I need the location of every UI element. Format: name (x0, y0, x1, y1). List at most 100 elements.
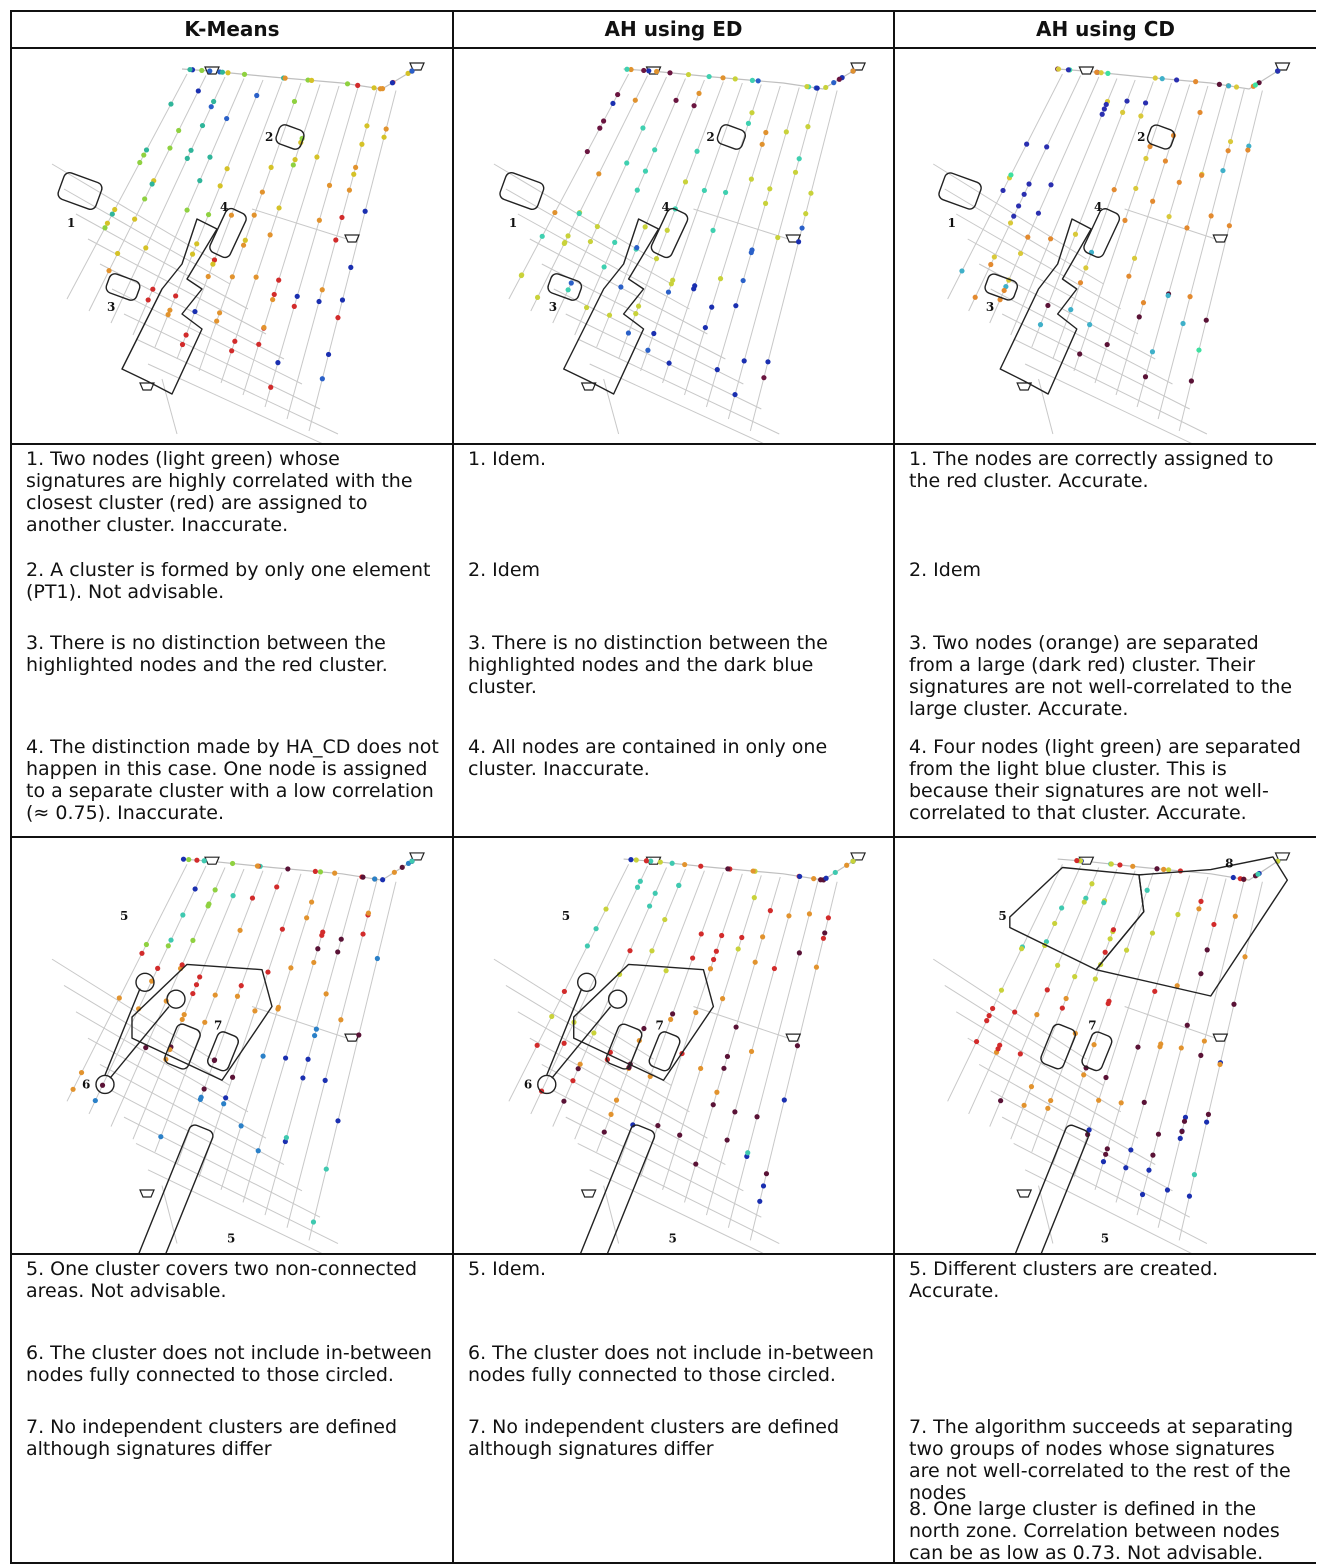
pipe-segment (663, 875, 762, 1189)
node-dot (1025, 235, 1030, 240)
node-dot (274, 884, 279, 889)
node-dot (1011, 214, 1016, 219)
node-dot (702, 188, 707, 193)
node-dot (1072, 974, 1077, 979)
notes-kmeans-1: 1. Two nodes (light green) whose signatu… (12, 445, 452, 836)
node-dot (1008, 220, 1013, 225)
node-dot (220, 70, 225, 75)
node-dot (578, 1062, 583, 1067)
node-dot (1094, 70, 1099, 75)
pipe-segment (597, 871, 705, 1152)
node-dot (1150, 349, 1155, 354)
node-dot (1132, 256, 1137, 261)
pipe-segment (64, 189, 230, 284)
pipe-segment (684, 877, 780, 1202)
node-dot (261, 325, 266, 330)
node-dot (209, 104, 214, 109)
node-dot (390, 80, 395, 85)
note-7: 7. No independent clusters are defined a… (468, 1416, 885, 1460)
node-dot (168, 937, 173, 942)
node-dot (166, 312, 171, 317)
node-dot (255, 863, 260, 868)
node-dot (1233, 914, 1238, 919)
node-dot (70, 1087, 75, 1092)
node-dot (634, 245, 639, 250)
node-dot (225, 166, 230, 171)
pipe-segment (619, 82, 724, 360)
node-dot (742, 358, 747, 363)
node-dot (252, 1008, 257, 1013)
node-dot (1048, 236, 1053, 241)
node-dot (710, 228, 715, 233)
node-dot (230, 274, 235, 279)
note-1: 1. The nodes are correctly assigned to t… (909, 448, 1308, 492)
node-dot (643, 169, 648, 174)
node-dot (720, 75, 725, 80)
node-dot (641, 68, 646, 73)
node-dot (690, 955, 695, 960)
pipe-segment (1002, 314, 1190, 409)
node-dot (1106, 999, 1111, 1004)
note-5: 5. Different clusters are created. Accur… (909, 1258, 1308, 1302)
callout-number: 3 (986, 300, 994, 314)
node-dot (633, 98, 638, 103)
node-dot (696, 91, 701, 96)
node-dot (347, 188, 352, 193)
highlight-circle (167, 990, 185, 1008)
node-dot (318, 869, 323, 874)
node-dot (1104, 102, 1109, 107)
node-dot (797, 874, 802, 879)
node-dot (1052, 921, 1057, 926)
node-dot (1100, 112, 1105, 117)
node-dot (221, 1101, 226, 1106)
node-dot (540, 234, 545, 239)
pipe-segment (155, 871, 263, 1152)
node-dot (351, 172, 356, 177)
node-dot (333, 237, 338, 242)
pipe-segment (575, 869, 686, 1139)
node-dot (653, 891, 658, 896)
note-5: 5. Idem. (468, 1258, 885, 1280)
node-dot (997, 1043, 1002, 1048)
node-dot (796, 239, 801, 244)
node-dot (665, 228, 670, 233)
node-dot (105, 221, 110, 226)
node-dot (1198, 899, 1203, 904)
node-dot (1133, 186, 1138, 191)
node-dot (359, 142, 364, 147)
node-dot (1082, 899, 1087, 904)
node-dot (1178, 868, 1183, 873)
node-dot (725, 866, 730, 871)
pipe-segment (1039, 1186, 1053, 1244)
pipe-segment (1116, 86, 1208, 395)
node-dot (658, 859, 663, 864)
node-dot (725, 1137, 730, 1142)
node-dot (155, 966, 160, 971)
node-dot (584, 305, 589, 310)
pipe-segment (162, 1186, 177, 1244)
node-dot (339, 215, 344, 220)
node-dot (106, 268, 111, 273)
node-dot (1166, 214, 1171, 219)
node-dot (602, 1129, 607, 1134)
node-dot (168, 101, 173, 106)
node-dot (229, 348, 234, 353)
node-dot (756, 78, 761, 83)
pipe-segment (221, 875, 320, 1189)
node-dot (232, 339, 237, 344)
node-dot (999, 988, 1004, 993)
node-dot (1024, 142, 1029, 147)
node-dot (1241, 877, 1246, 882)
node-dot (212, 1057, 217, 1062)
pipe-segment (265, 88, 358, 408)
node-dot (763, 201, 768, 206)
node-dot (196, 88, 201, 93)
node-dot (268, 232, 273, 237)
node-dot (1185, 1023, 1190, 1028)
node-dot (1048, 182, 1053, 187)
node-dot (1157, 1044, 1162, 1049)
reservoir-icon (1213, 235, 1227, 242)
node-dot (714, 949, 719, 954)
node-dot (1000, 188, 1005, 193)
node-dot (723, 190, 728, 195)
